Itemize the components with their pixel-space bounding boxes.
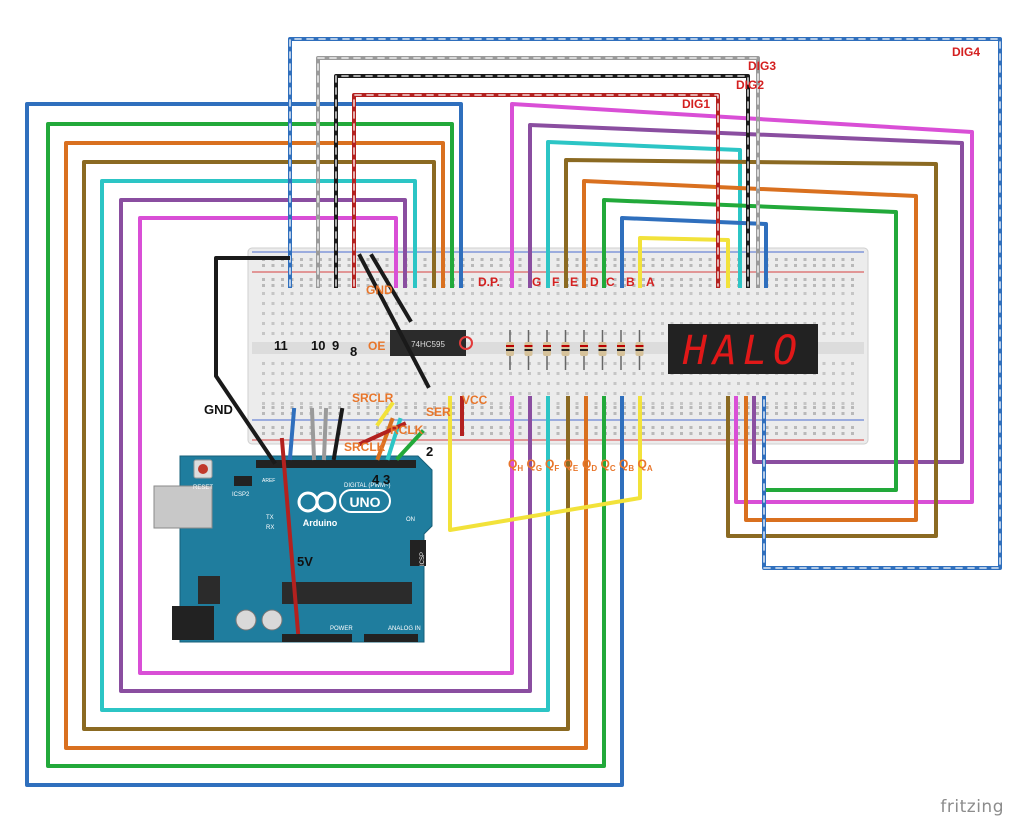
segment-label: A <box>646 275 655 289</box>
wire-dig1-stripe <box>353 94 719 287</box>
analog-header <box>364 634 418 642</box>
wire-srclr-red <box>357 421 407 447</box>
chip-pin-gnd: GND <box>366 283 393 297</box>
output-label: QG <box>527 457 543 473</box>
wire-blue-right <box>620 216 768 288</box>
wire-blue-loop <box>25 102 624 787</box>
analog-label: ANALOG IN <box>388 626 421 632</box>
wire-srclk <box>375 417 395 461</box>
display-digits: HALO <box>682 328 803 374</box>
wire-dig2 <box>334 74 750 288</box>
segment-label: B <box>626 275 635 289</box>
resistor-array <box>506 330 644 370</box>
pin-label-10: 10 <box>311 338 325 353</box>
power-header <box>282 634 352 642</box>
wire-purple-loop <box>119 198 532 693</box>
fritzing-credit: fritzing <box>940 797 1004 817</box>
icsp-label: ICSP <box>420 552 426 566</box>
dig2-label: DIG2 <box>736 78 764 92</box>
pin-label-11: 11 <box>274 338 288 353</box>
pin-label-8: 8 <box>350 344 357 359</box>
output-label: QC <box>601 457 616 473</box>
wire-dig4-stripe <box>289 38 1001 569</box>
icsp2-label: ICSP2 <box>232 492 250 498</box>
icsp-header <box>410 540 426 566</box>
arduino-logo-icon <box>297 491 337 513</box>
tx-label: TX <box>266 515 274 521</box>
digital-label: DIGITAL (PWM~) <box>344 483 391 489</box>
dig3-label: DIG3 <box>748 59 776 73</box>
wire-gnd <box>214 256 290 465</box>
wire-pin9 <box>321 407 329 461</box>
output-label: QH <box>508 457 523 473</box>
reset-label: RESET <box>193 485 213 491</box>
output-label: QE <box>564 457 579 473</box>
chip-pin-rclk: RCLK <box>390 423 424 437</box>
wire-chip-gnd <box>369 253 413 323</box>
usb-port <box>153 485 213 529</box>
wire-pin11 <box>287 407 297 461</box>
output-label: QD <box>582 457 597 473</box>
wire-pin2 <box>395 429 425 461</box>
power-jack <box>172 606 214 640</box>
wire-yellow-ser <box>448 396 642 532</box>
rx-label: RX <box>266 525 274 531</box>
segment-label: D.P. <box>478 275 500 289</box>
board-brand: Arduino <box>303 518 338 528</box>
five-volt-label: 5V <box>297 554 313 569</box>
chip-pin-vcc: VCC <box>462 393 488 407</box>
power-label: POWER <box>330 626 353 632</box>
segment-label: C <box>606 275 615 289</box>
dig1-label: DIG1 <box>682 97 710 111</box>
wire-magenta-loop <box>138 216 514 675</box>
chip-pin-oe: OE <box>368 339 385 353</box>
chip-pin-ser: SER <box>426 405 451 419</box>
output-label: QB <box>619 457 634 473</box>
wire-olive-right <box>564 158 938 538</box>
wire-green-loop <box>46 122 606 768</box>
wire-srclr-yellow <box>375 401 395 427</box>
segment-label: E <box>570 275 578 289</box>
chip-pin-srclr: SRCLR <box>352 391 394 405</box>
wire-chip-oe <box>357 253 431 389</box>
output-label: QF <box>545 457 559 473</box>
arduino-board: UNO Arduino RESET ICSP2 ON TX RX DIGITAL… <box>153 455 433 643</box>
mcu-chip <box>282 582 412 604</box>
dig4-label: DIG4 <box>952 45 980 59</box>
wires <box>25 37 1002 787</box>
wire-pin8 <box>331 407 345 461</box>
gnd-label: GND <box>204 402 233 417</box>
chip-label: 74HC595 <box>411 340 445 349</box>
pin-label-2: 2 <box>426 444 433 459</box>
labels: 11 10 9 8 4 3 2 GND 5V GND OE SRCLR SER … <box>204 45 980 569</box>
output-label: QA <box>638 457 653 473</box>
wire-dig3-stripe <box>317 57 759 287</box>
wire-orange-right <box>582 179 918 522</box>
segment-label: D <box>590 275 599 289</box>
pin-label-3: 3 <box>383 472 390 487</box>
aref-label: AREF <box>262 478 275 484</box>
pin-label-4: 4 <box>372 472 380 487</box>
board-model: UNO <box>349 494 380 510</box>
wire-5v <box>279 437 301 635</box>
on-label: ON <box>406 517 415 523</box>
chip-pin-srclk: SRCLK <box>344 440 386 454</box>
segment-label: F <box>552 275 559 289</box>
wire-magenta-right <box>510 102 974 504</box>
wire-orange-loop <box>64 141 588 750</box>
wire-cyan-right <box>546 140 742 288</box>
wire-purple-right <box>528 123 964 464</box>
digital-header <box>256 460 416 468</box>
wire-cyan-loop <box>100 179 550 712</box>
seven-segment-display: HALO <box>668 324 818 374</box>
wire-yellow-right <box>638 236 730 288</box>
pin-label-9: 9 <box>332 338 339 353</box>
wire-pin10 <box>309 407 317 461</box>
segment-label: G <box>532 275 541 289</box>
wire-olive-loop <box>82 160 570 731</box>
